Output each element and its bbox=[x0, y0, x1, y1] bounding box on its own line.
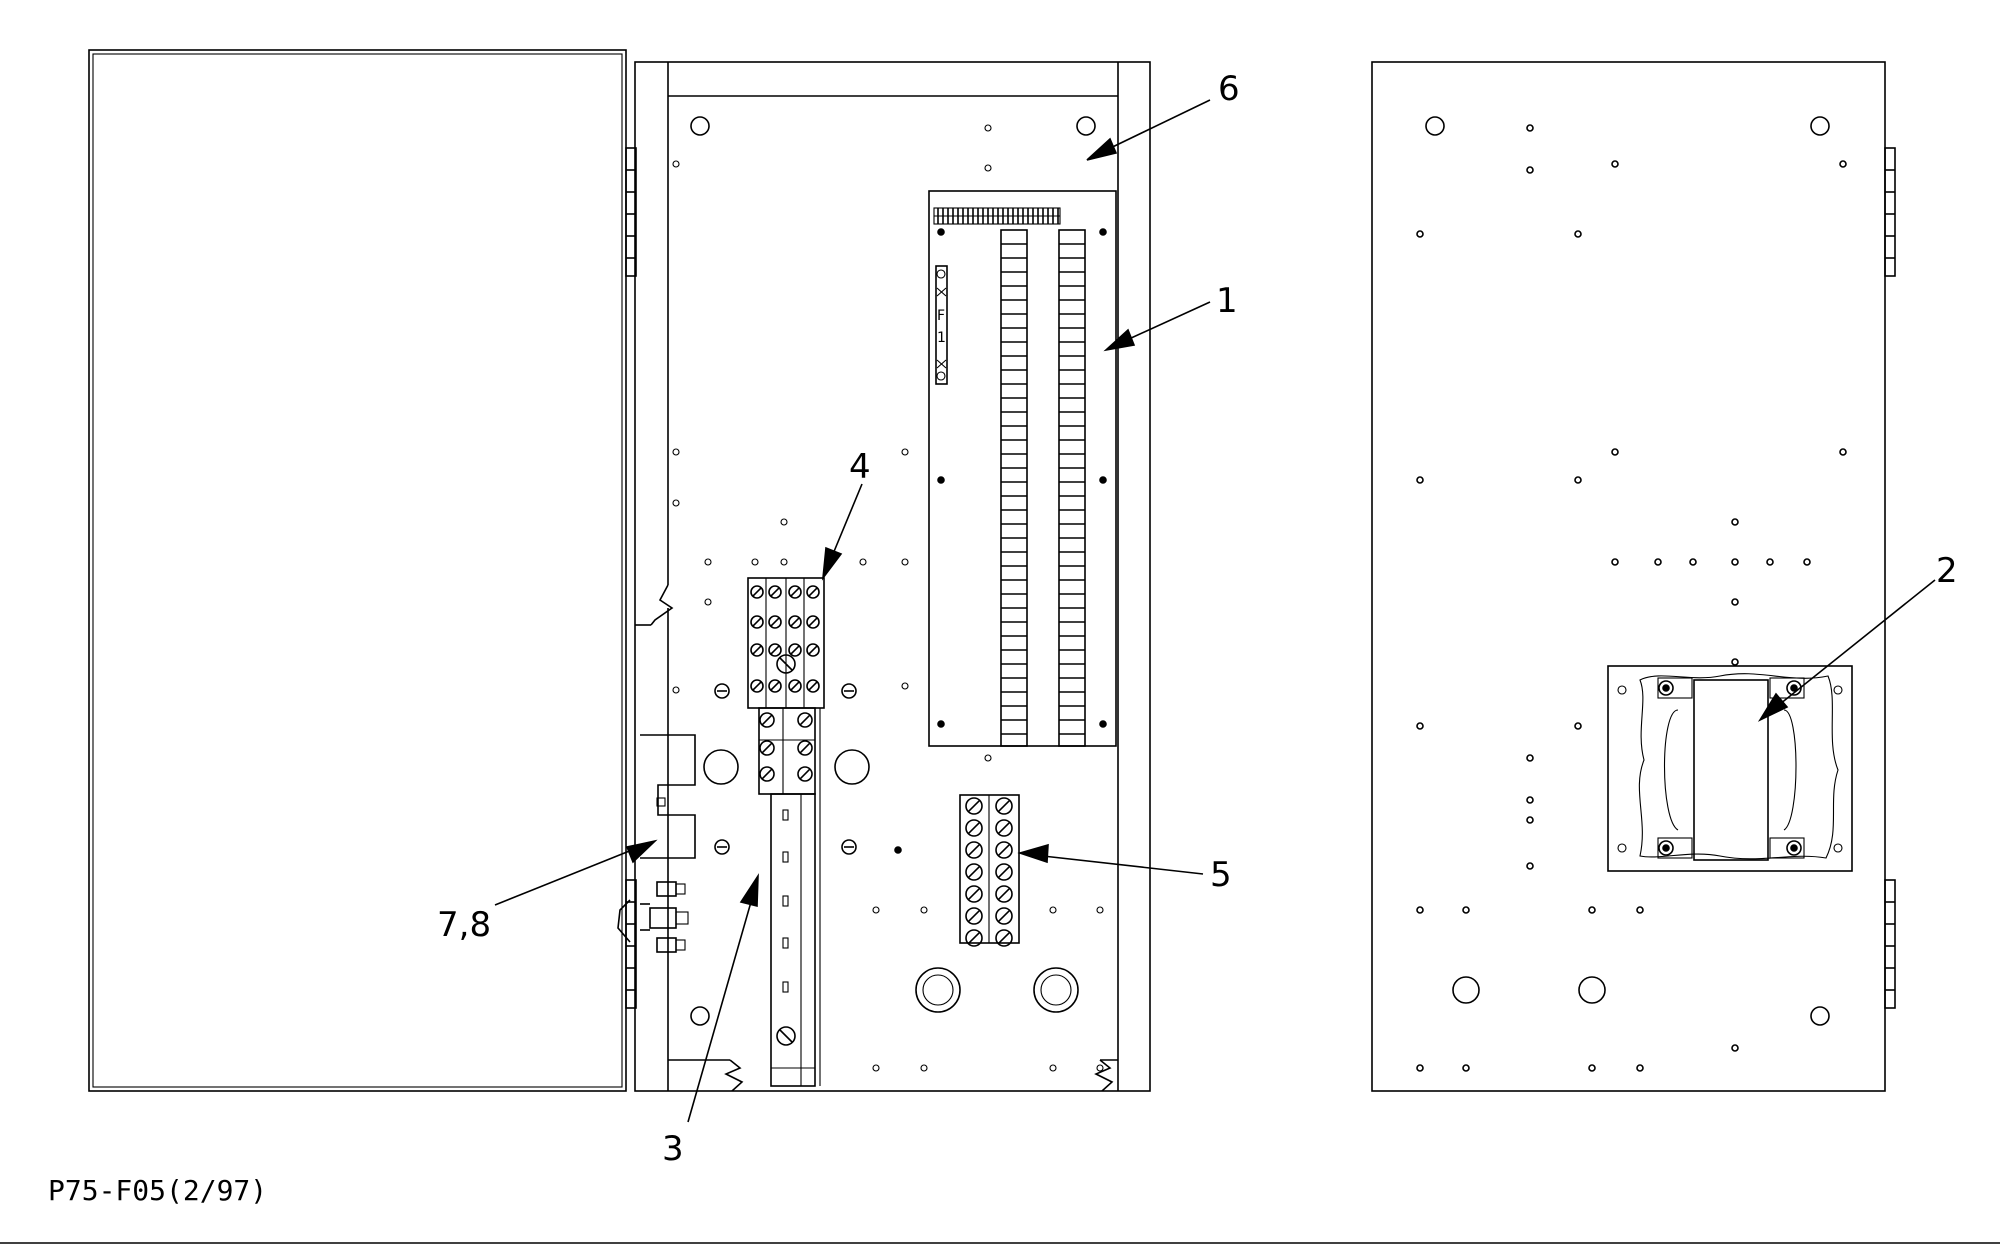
mounting-hole bbox=[1588, 906, 1596, 914]
terminal-screw bbox=[965, 907, 983, 925]
mounting-hole bbox=[1839, 448, 1847, 456]
enclosure-back-view bbox=[1371, 61, 1896, 1092]
mounting-hole bbox=[1526, 166, 1534, 174]
enclosure-box bbox=[634, 61, 1151, 1092]
terminal-screw bbox=[965, 841, 983, 859]
terminal-screw bbox=[965, 819, 983, 837]
mounting-hole bbox=[1526, 816, 1534, 824]
mounting-hole bbox=[1731, 1044, 1739, 1052]
terminal-screw bbox=[759, 740, 775, 756]
terminal-screw bbox=[965, 797, 983, 815]
mounting-hole bbox=[1636, 1064, 1644, 1072]
mounting-hole bbox=[1731, 518, 1739, 526]
mounting-hole bbox=[1462, 906, 1470, 914]
terminal-screw bbox=[995, 929, 1013, 947]
terminal-screw bbox=[995, 885, 1013, 903]
mounting-hole bbox=[1654, 558, 1662, 566]
terminal-screw bbox=[788, 679, 802, 693]
terminal-screw bbox=[768, 679, 782, 693]
terminal-screw bbox=[995, 819, 1013, 837]
terminal-screw bbox=[797, 740, 813, 756]
mounting-hole bbox=[1416, 1064, 1424, 1072]
terminal-screw bbox=[750, 585, 764, 599]
mounting-hole bbox=[1416, 722, 1424, 730]
terminal-screw bbox=[965, 885, 983, 903]
callout-6: 6 bbox=[1218, 69, 1240, 109]
terminal-screw bbox=[995, 863, 1013, 881]
leader-lines bbox=[494, 99, 1936, 1123]
terminal-screw bbox=[768, 585, 782, 599]
back-hinge-top bbox=[1884, 147, 1896, 277]
mounting-hole bbox=[1766, 558, 1774, 566]
terminal-screw bbox=[806, 585, 820, 599]
mounting-hole bbox=[1731, 558, 1739, 566]
drawing-reference: P75-F05(2/97) bbox=[48, 1174, 267, 1207]
terminal-screw bbox=[965, 863, 983, 881]
terminal-block-assembly-item-4 bbox=[747, 577, 825, 782]
mounting-hole bbox=[1588, 1064, 1596, 1072]
terminal-screw bbox=[788, 615, 802, 629]
terminal-screw bbox=[768, 643, 782, 657]
terminal-screw bbox=[806, 643, 820, 657]
mounting-hole bbox=[1526, 862, 1534, 870]
mounting-hole bbox=[1611, 448, 1619, 456]
callout-1: 1 bbox=[1216, 281, 1238, 321]
terminal-screw bbox=[759, 766, 775, 782]
terminal-screw bbox=[788, 643, 802, 657]
terminal-screw bbox=[965, 929, 983, 947]
fuse-holder-f1: F 1 bbox=[935, 265, 948, 385]
terminal-screw bbox=[995, 841, 1013, 859]
mounting-hole bbox=[1574, 476, 1582, 484]
mounting-hole bbox=[1416, 906, 1424, 914]
terminal-screw bbox=[797, 712, 813, 728]
mounting-hole bbox=[1731, 598, 1739, 606]
mounting-hole bbox=[1803, 558, 1811, 566]
mounting-hole bbox=[1526, 124, 1534, 132]
box-mounting-holes bbox=[672, 116, 1104, 1072]
terminal-screw bbox=[788, 585, 802, 599]
terminal-screw bbox=[797, 766, 813, 782]
mounting-hole bbox=[1574, 230, 1582, 238]
mounting-hole bbox=[1416, 476, 1424, 484]
mounting-hole bbox=[1526, 796, 1534, 804]
callout-5: 5 bbox=[1210, 855, 1232, 895]
mounting-hole bbox=[1636, 906, 1644, 914]
terminal-screw bbox=[759, 712, 775, 728]
terminal-screw bbox=[995, 797, 1013, 815]
ground-lug-bracket-items-7-8 bbox=[617, 734, 696, 953]
terminal-screw bbox=[806, 679, 820, 693]
callout-2: 2 bbox=[1936, 551, 1958, 591]
mounting-hole bbox=[1689, 558, 1697, 566]
terminal-screw bbox=[750, 615, 764, 629]
terminal-board-item-1 bbox=[928, 190, 1117, 747]
callout-3: 3 bbox=[662, 1129, 684, 1169]
mounting-hole bbox=[1462, 1064, 1470, 1072]
callout-7-8: 7,8 bbox=[437, 905, 491, 945]
terminal-strip-item-5 bbox=[959, 794, 1020, 947]
mounting-hole bbox=[1416, 230, 1424, 238]
transformer-item-2 bbox=[1607, 665, 1853, 872]
din-rail-item-3 bbox=[758, 707, 821, 1087]
callout-4: 4 bbox=[849, 447, 871, 487]
mounting-hole bbox=[1611, 160, 1619, 168]
fuse-label-letter: F bbox=[937, 308, 945, 324]
mounting-hole bbox=[1839, 160, 1847, 168]
terminal-screw bbox=[995, 907, 1013, 925]
back-panel-holes bbox=[1416, 116, 1847, 1072]
terminal-screw bbox=[768, 615, 782, 629]
terminal-screw bbox=[750, 679, 764, 693]
fuse-label-number: 1 bbox=[937, 330, 946, 346]
back-hinge-bottom bbox=[1884, 879, 1896, 1009]
mounting-hole bbox=[1611, 558, 1619, 566]
mounting-hole bbox=[1526, 754, 1534, 762]
mounting-hole bbox=[1731, 658, 1739, 666]
mounting-hole bbox=[1574, 722, 1582, 730]
terminal-screw bbox=[750, 643, 764, 657]
enclosure-door bbox=[88, 49, 637, 1092]
terminal-screw bbox=[806, 615, 820, 629]
